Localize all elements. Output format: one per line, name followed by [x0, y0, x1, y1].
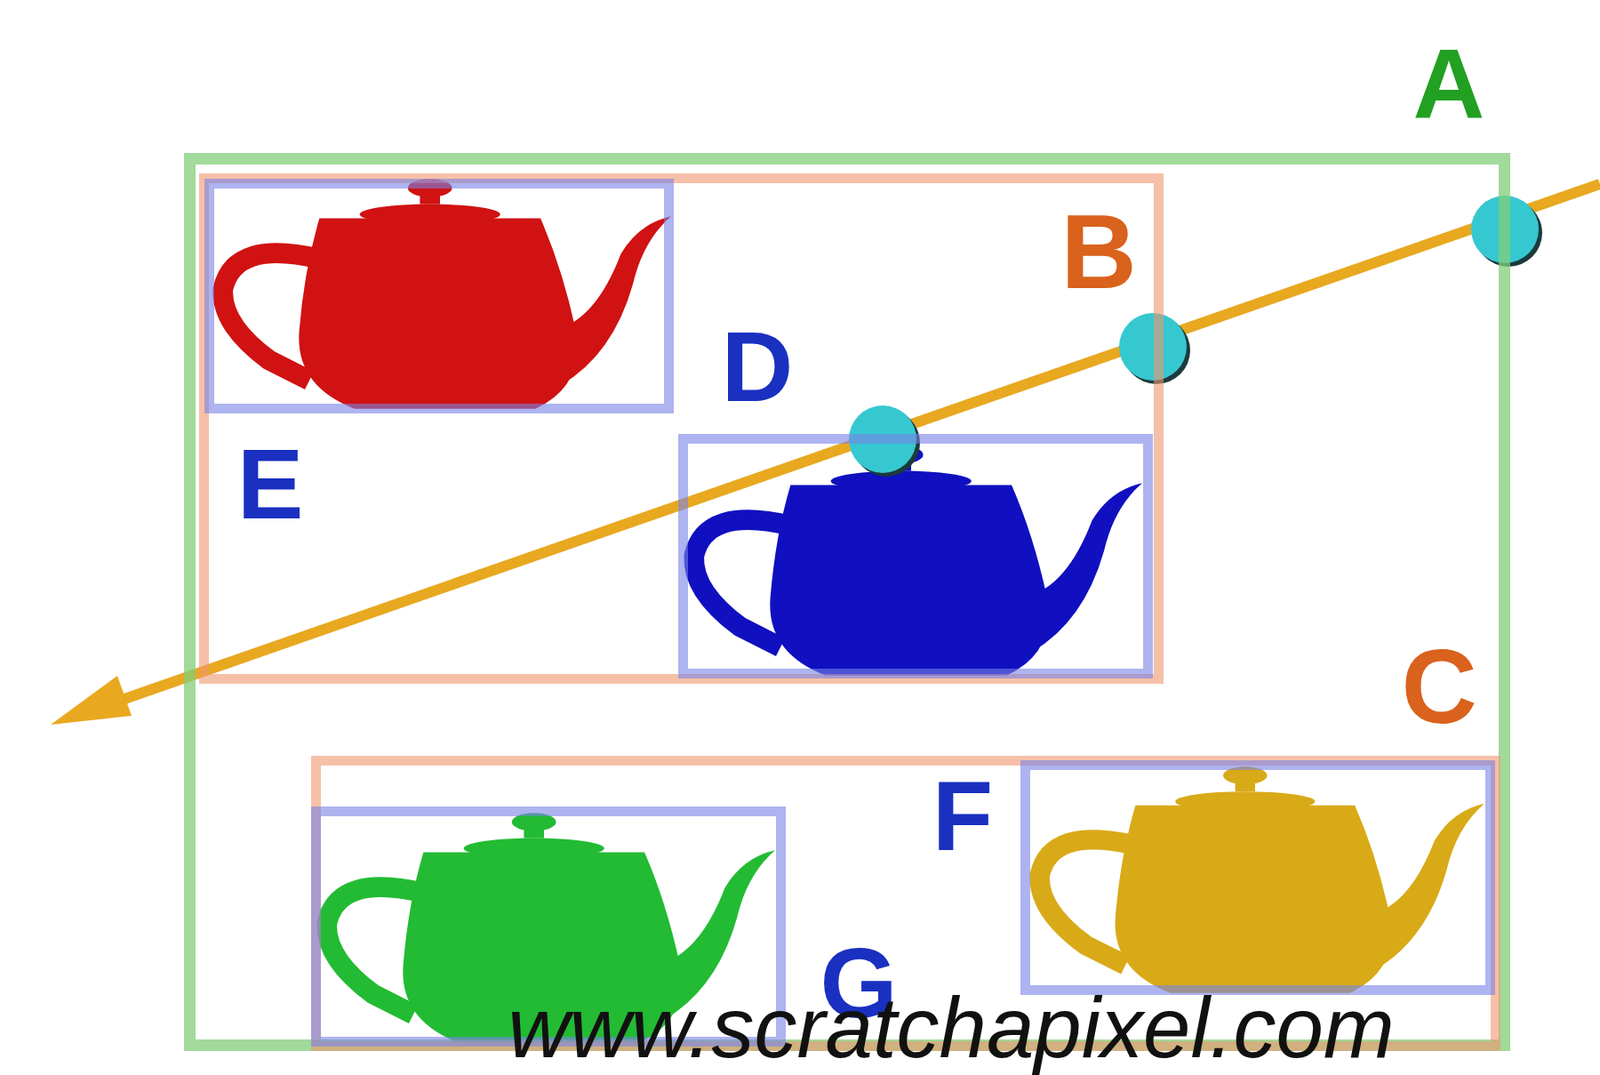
box-letter: F — [932, 766, 993, 866]
box-letter: E — [237, 434, 304, 535]
red-teapot — [223, 178, 672, 409]
gold-teapot — [1040, 766, 1485, 993]
ray — [88, 184, 1600, 712]
group-bounding-box: BED — [199, 173, 1164, 684]
box-letter: B — [1060, 199, 1136, 304]
box-letter: A — [1413, 34, 1486, 135]
watermark: www.scratchapixel.com — [507, 984, 1395, 1071]
object-bounding-box: F — [1020, 760, 1496, 995]
object-bounding-box: E — [204, 178, 674, 414]
object-bounding-box: D — [678, 433, 1153, 679]
box-letter: D — [721, 317, 794, 417]
ray-arrowhead — [50, 675, 132, 725]
box-letter: C — [1400, 633, 1477, 739]
root-bounding-box: ABEDCGF — [184, 152, 1511, 1051]
